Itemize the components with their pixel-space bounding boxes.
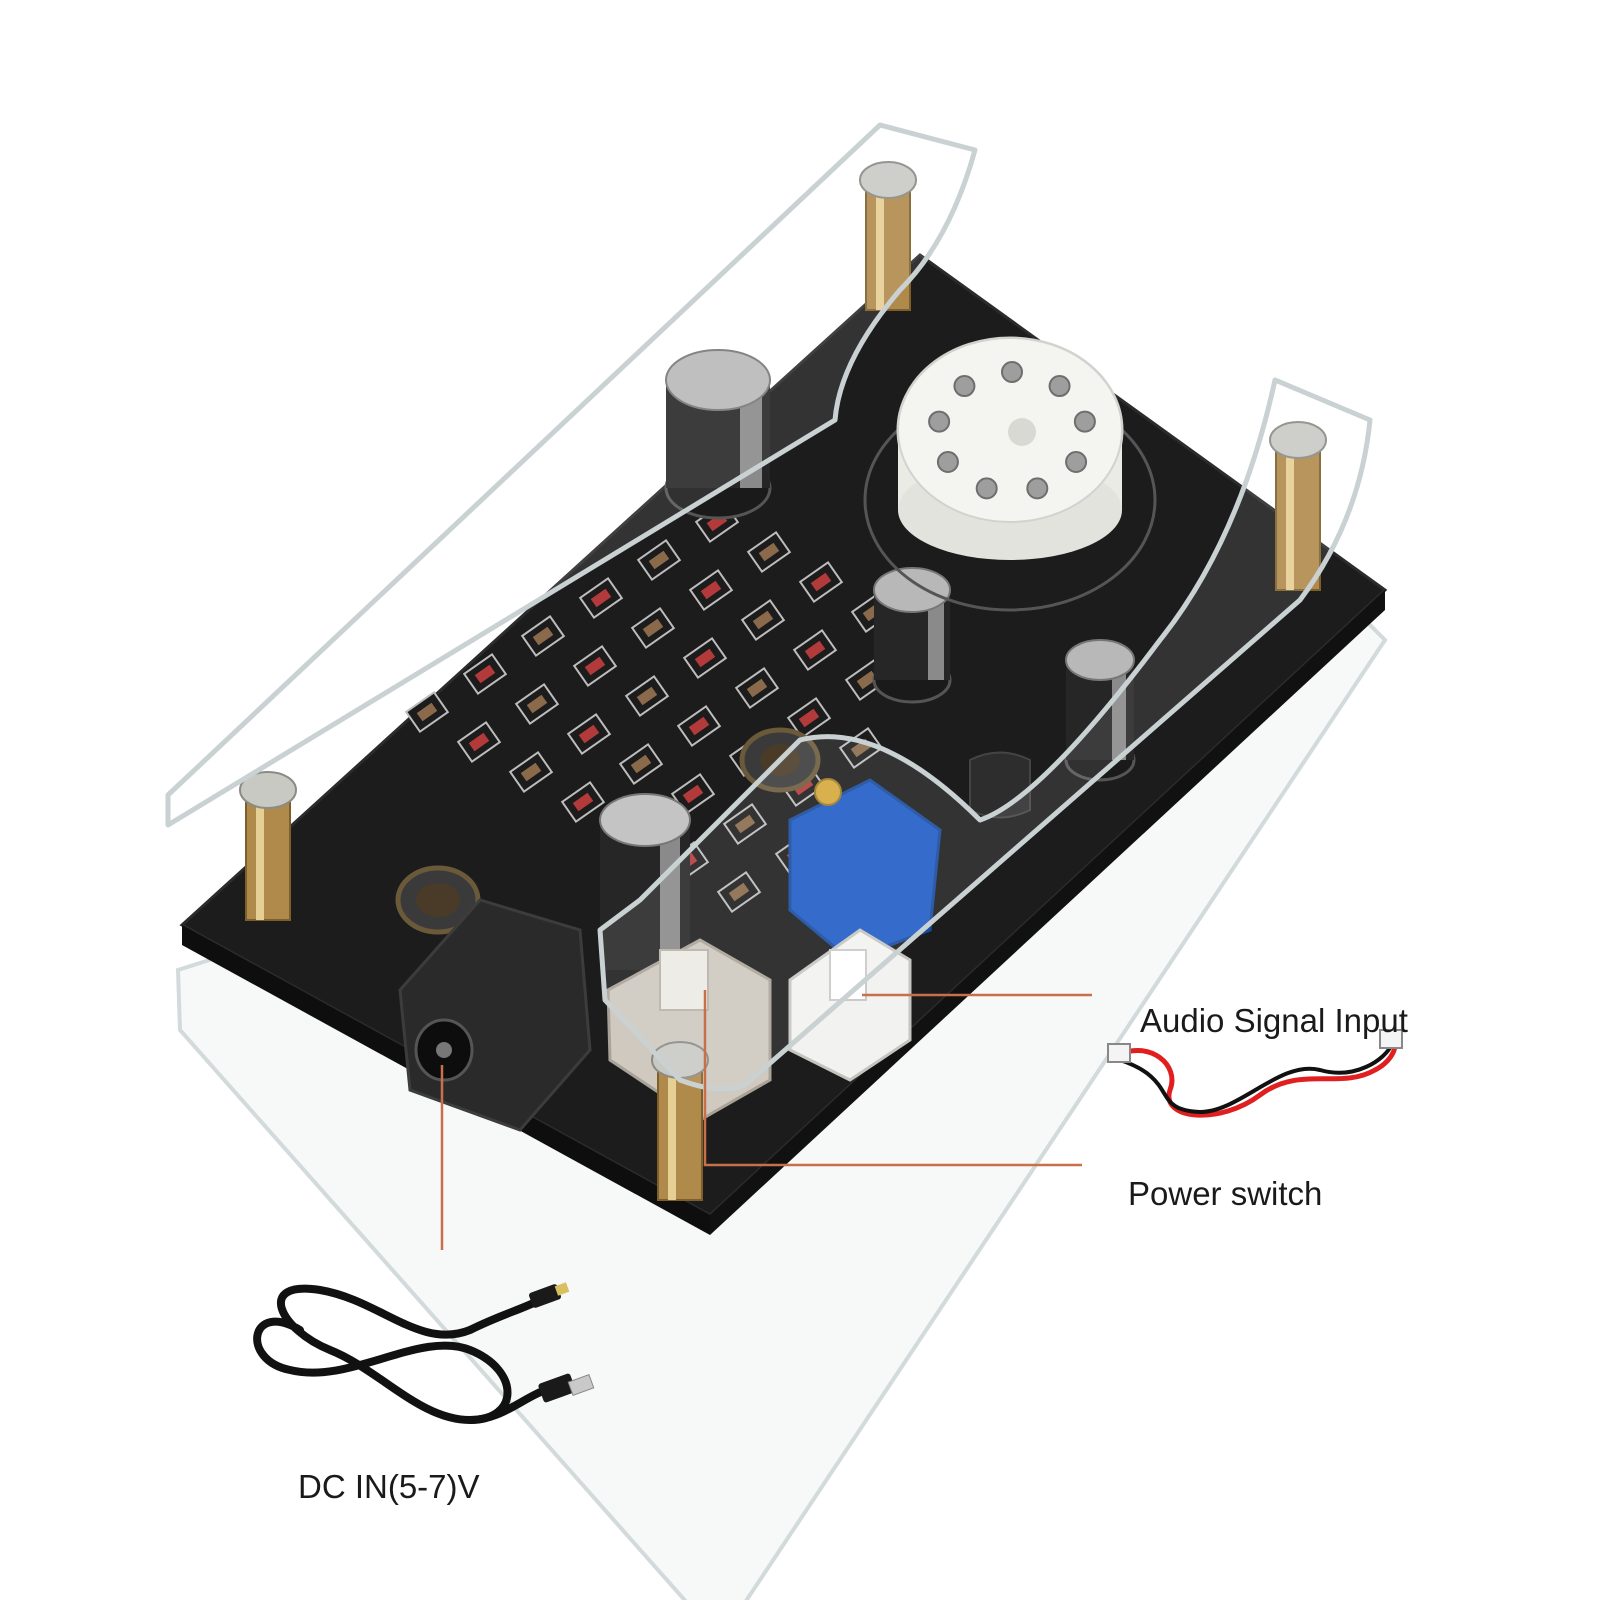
power-switch-label: Power switch [1128, 1175, 1323, 1212]
brass-standoffs [239, 161, 1327, 1201]
smd-pad [618, 743, 664, 785]
smd-pad [786, 697, 832, 739]
brass-standoff [1269, 421, 1327, 591]
socket-pin [928, 410, 951, 433]
electrolytic-capacitor-small [1064, 639, 1136, 782]
power-switch [606, 938, 772, 1122]
dc-jack [398, 898, 592, 1132]
smd-pad [740, 599, 786, 641]
socket-pin [1073, 410, 1096, 433]
smd-pad [676, 705, 722, 747]
smd-pad [688, 569, 734, 611]
smd-pad [566, 713, 612, 755]
smd-pad [734, 667, 780, 709]
smd-pad [798, 561, 844, 603]
smd-pad [404, 691, 450, 733]
dc-in-label: DC IN(5-7)V [298, 1468, 480, 1505]
smd-pad [572, 645, 618, 687]
leader-power-switch [703, 990, 1082, 1167]
smd-pad [630, 607, 676, 649]
smd-pad [514, 683, 560, 725]
smd-pad [746, 531, 792, 573]
callout-leaders [440, 990, 1092, 1250]
socket-pin [953, 375, 976, 398]
socket-pin [1065, 451, 1088, 473]
trimmer-potentiometer [788, 778, 942, 962]
socket-pin [1026, 477, 1049, 500]
smd-pad [716, 871, 762, 913]
socket-pin [1048, 375, 1071, 398]
brass-standoff [859, 161, 917, 311]
smd-pad [792, 629, 838, 671]
smd-pad [520, 615, 566, 657]
smd-pad [578, 577, 624, 619]
tube-socket [863, 336, 1157, 612]
audio-signal-input-label: Audio Signal Input [1140, 1002, 1408, 1039]
socket-pins [928, 361, 1096, 500]
smd-pad [636, 539, 682, 581]
smd-pad [456, 721, 502, 763]
audio-cable-icon [1107, 1029, 1403, 1118]
smd-pad [682, 637, 728, 679]
smd-pad [624, 675, 670, 717]
smd-pad [722, 803, 768, 845]
smd-pad [462, 653, 508, 695]
socket-pin [1001, 361, 1023, 383]
electrolytic-capacitor-medium [872, 567, 952, 704]
smd-pad [560, 781, 606, 823]
smd-pad [508, 751, 554, 793]
usb-dc-cable-icon [253, 1282, 595, 1425]
socket-pin [936, 451, 959, 473]
brass-standoff [239, 771, 297, 921]
socket-pin [975, 477, 998, 500]
top-acrylic-plate [165, 122, 1373, 1092]
